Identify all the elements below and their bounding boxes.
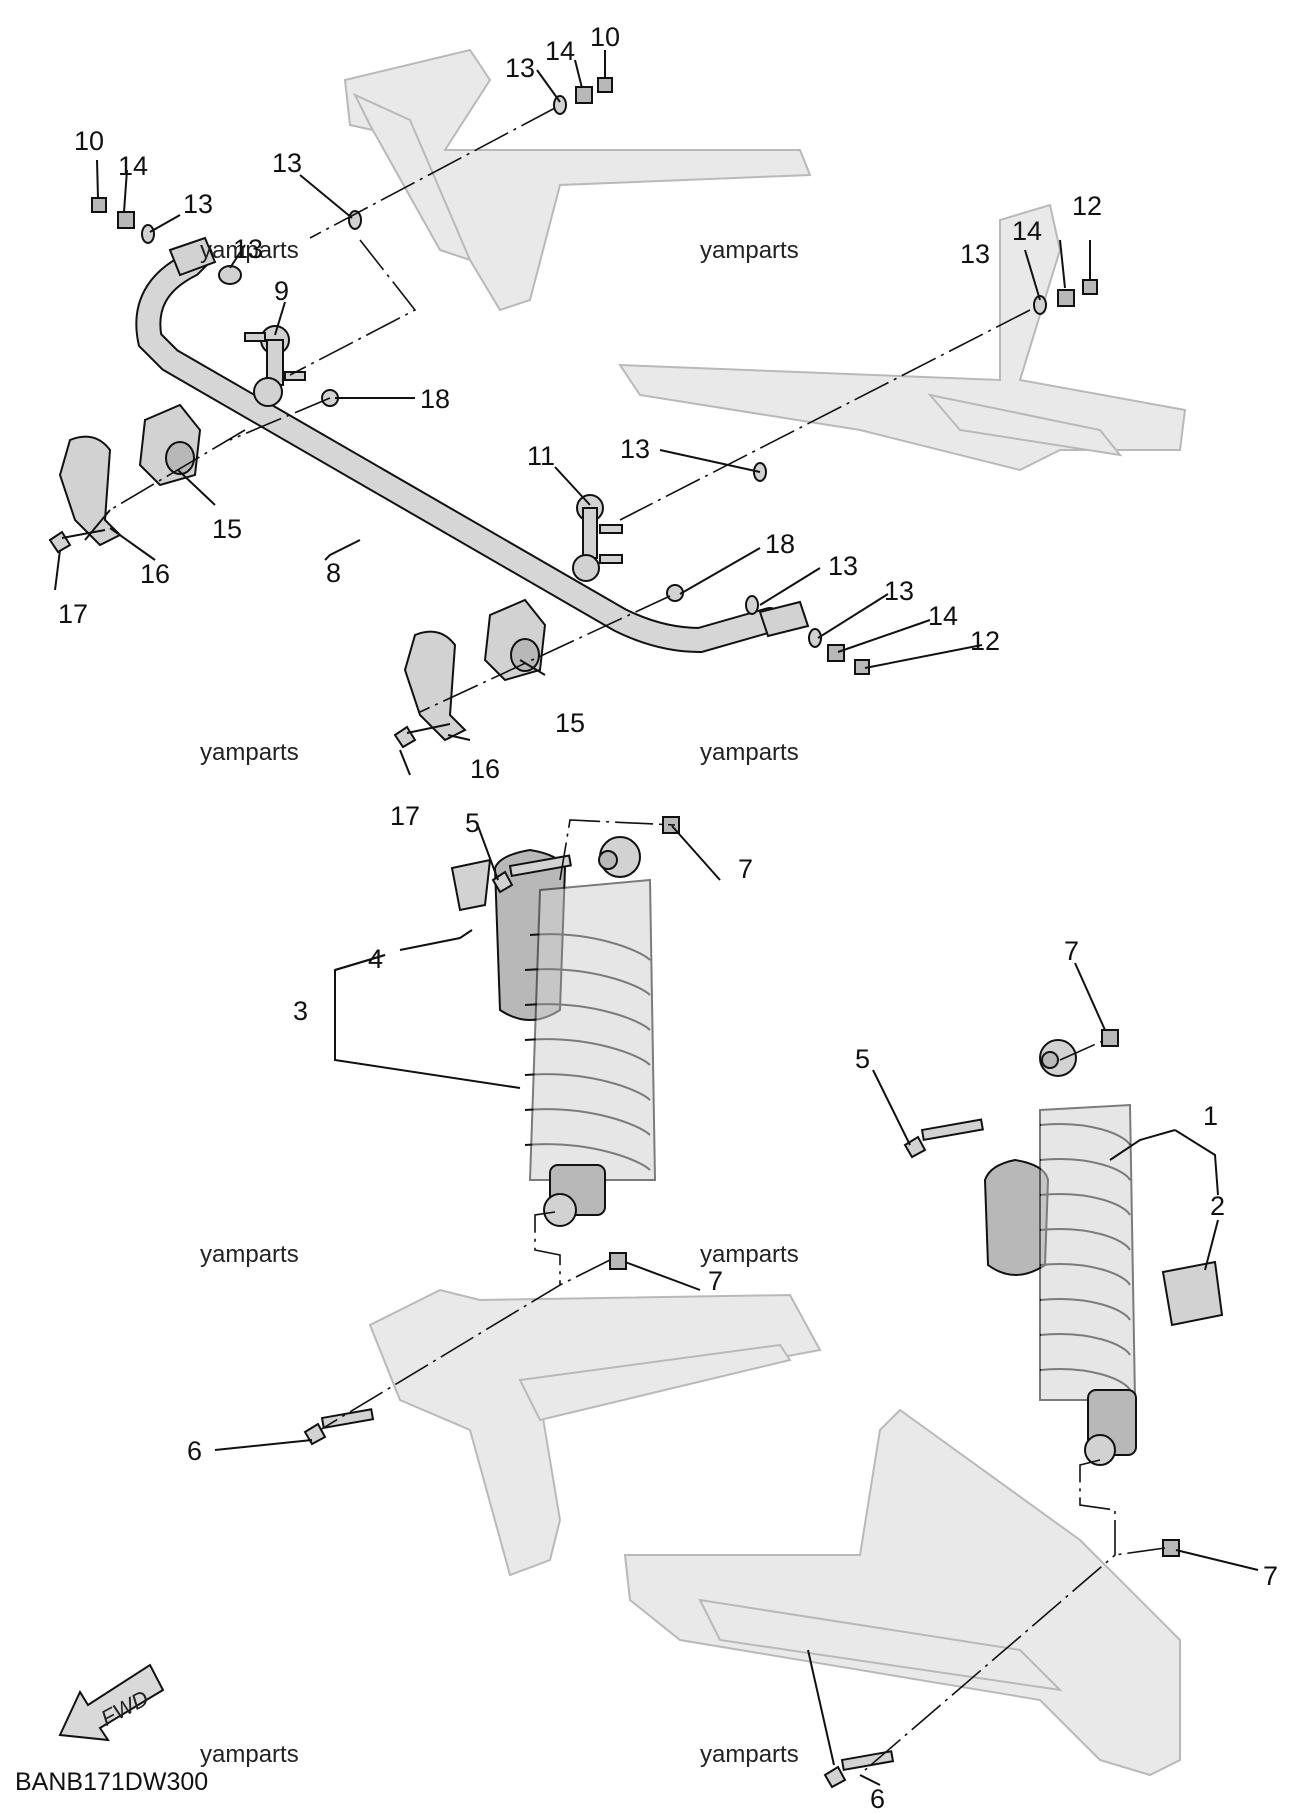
washer-13-top bbox=[553, 95, 567, 115]
washer-13-bar-end bbox=[745, 595, 759, 615]
bolt-6-front bbox=[823, 1750, 895, 1789]
callout-17-right: 17 bbox=[390, 801, 420, 831]
bushing-left bbox=[138, 403, 202, 487]
nut-14-bar-end bbox=[827, 644, 845, 662]
bracket-right bbox=[403, 630, 467, 742]
callout-16-right: 16 bbox=[470, 754, 500, 784]
callout-15-left: 15 bbox=[212, 514, 242, 544]
callout-6-front: 6 bbox=[870, 1784, 885, 1813]
watermarks: yamparts yamparts yamparts yamparts yamp… bbox=[200, 237, 799, 1768]
nut-7-front-bottom bbox=[1162, 1539, 1180, 1557]
watermark-6: yamparts bbox=[700, 1241, 799, 1268]
watermark-3: yamparts bbox=[200, 739, 299, 766]
fwd-arrow: FWD bbox=[58, 1663, 165, 1742]
watermark-4: yamparts bbox=[700, 739, 799, 766]
callout-12-right: 12 bbox=[1072, 191, 1102, 221]
callout-10-top: 10 bbox=[590, 22, 620, 52]
washer-13-link bbox=[218, 265, 242, 285]
callout-10-left: 10 bbox=[74, 126, 104, 156]
callout-17-left: 17 bbox=[58, 599, 88, 629]
callout-7-front-top: 7 bbox=[1064, 936, 1079, 966]
callout-12-bar-end: 12 bbox=[970, 626, 1000, 656]
shock-absorber-front bbox=[983, 1039, 1137, 1466]
lower-a-arm-rear-ghost bbox=[368, 1288, 822, 1577]
watermark-7: yamparts bbox=[200, 1741, 299, 1768]
stabilizer-link-right bbox=[572, 494, 623, 582]
nut-7-rear-bottom bbox=[609, 1252, 627, 1270]
bolt-6-rear bbox=[303, 1408, 375, 1446]
callout-1: 1 bbox=[1203, 1101, 1218, 1131]
callout-13-upper: 13 bbox=[272, 148, 302, 178]
watermark-1: yamparts bbox=[200, 237, 299, 264]
callout-14-left: 14 bbox=[118, 151, 148, 181]
bushing-right bbox=[483, 598, 547, 682]
callout-7-rear-bottom: 7 bbox=[708, 1266, 723, 1296]
upper-a-arm-rear-ghost bbox=[343, 48, 812, 312]
callout-15-right: 15 bbox=[555, 708, 585, 738]
watermark-2: yamparts bbox=[700, 237, 799, 264]
leader-lines bbox=[54, 50, 1259, 1786]
callouts: 1 2 3 4 5 5 6 6 7 7 7 7 8 9 10 10 11 12 … bbox=[58, 22, 1278, 1813]
nut-10-left bbox=[91, 197, 107, 213]
protector-2 bbox=[1161, 1260, 1224, 1327]
callout-6-rear: 6 bbox=[187, 1436, 202, 1466]
watermark-8: yamparts bbox=[700, 1741, 799, 1768]
callout-18-left: 18 bbox=[420, 384, 450, 414]
callout-13-left: 13 bbox=[183, 189, 213, 219]
shock-absorber-rear bbox=[493, 836, 657, 1227]
lower-a-arm-front-ghost bbox=[623, 1408, 1181, 1777]
callout-14-bar-end: 14 bbox=[928, 601, 958, 631]
washer-13-bar-end2 bbox=[808, 628, 822, 648]
callout-14-top: 14 bbox=[545, 36, 575, 66]
bolt-17-right bbox=[393, 723, 451, 749]
nut-10-top bbox=[597, 77, 613, 93]
callout-9: 9 bbox=[274, 276, 289, 306]
callout-13-top: 13 bbox=[505, 53, 535, 83]
callout-7-front-bottom: 7 bbox=[1263, 1561, 1278, 1591]
callout-13-right: 13 bbox=[960, 239, 990, 269]
nut-14-right bbox=[1057, 289, 1075, 307]
callout-14-right: 14 bbox=[1012, 216, 1042, 246]
nut-14-left bbox=[117, 211, 135, 229]
bracket-left bbox=[58, 435, 122, 547]
callout-3: 3 bbox=[293, 996, 308, 1026]
assembly-lines bbox=[109, 107, 1166, 1771]
callout-18-right: 18 bbox=[765, 529, 795, 559]
washer-13-left bbox=[141, 224, 155, 244]
nut-12-right bbox=[1082, 279, 1098, 295]
callout-13-mid: 13 bbox=[620, 434, 650, 464]
protector-4 bbox=[450, 858, 492, 912]
callout-16-left: 16 bbox=[140, 559, 170, 589]
upper-a-arm-front-ghost bbox=[618, 203, 1187, 472]
callout-13-bar-end: 13 bbox=[828, 551, 858, 581]
callout-5-rear: 5 bbox=[465, 808, 480, 838]
watermark-5: yamparts bbox=[200, 1241, 299, 1268]
bolt-5-front bbox=[903, 1118, 984, 1159]
callout-2: 2 bbox=[1210, 1191, 1225, 1221]
callout-13-bar-end2: 13 bbox=[884, 576, 914, 606]
bolt-17-left bbox=[48, 529, 106, 554]
diagram-code: BANB171DW300 bbox=[15, 1768, 208, 1796]
callout-7-rear-top: 7 bbox=[738, 854, 753, 884]
callout-11: 11 bbox=[527, 441, 555, 471]
washer-13-right bbox=[1033, 295, 1047, 315]
nut-14-top bbox=[575, 86, 593, 104]
callout-4: 4 bbox=[368, 944, 383, 974]
callout-13-link: 13 bbox=[233, 234, 263, 264]
stabilizer-link-left bbox=[244, 325, 306, 407]
stabilizer-bar bbox=[135, 236, 810, 654]
nut-7-front-top bbox=[1101, 1029, 1119, 1047]
callout-8: 8 bbox=[326, 558, 341, 588]
callout-5-front: 5 bbox=[855, 1044, 870, 1074]
